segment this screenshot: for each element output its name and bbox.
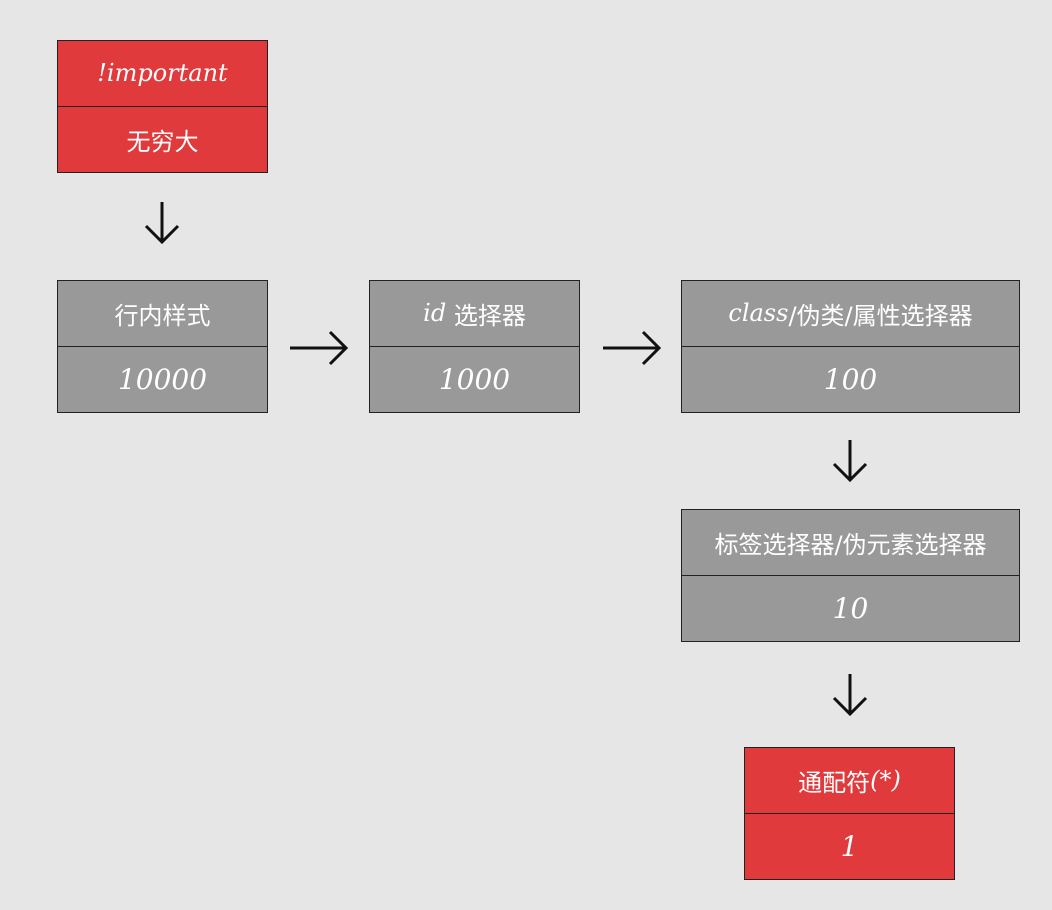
id-title-text: 选择器 [446,301,526,330]
node-id-value: 1000 [370,347,579,413]
arrow-down-icon [830,438,870,484]
node-class-value: 100 [682,347,1019,413]
arrow-down-icon [142,200,182,246]
inline-value-text: 10000 [117,362,208,396]
inline-title-text: 行内样式 [114,301,211,330]
node-universal-selector: 通配符(*) 1 [744,747,955,880]
arrow-down-icon [830,672,870,718]
tag-title-text: 标签选择器/伪元素选择器 [714,530,987,559]
node-universal-title: 通配符(*) [745,748,954,814]
universal-symbol: (*) [870,766,901,795]
node-tag-selector: 标签选择器/伪元素选择器 10 [681,509,1020,642]
node-universal-value: 1 [745,814,954,880]
node-important: !important 无穷大 [57,40,268,173]
universal-value-text: 1 [840,829,859,863]
important-value-text: 无穷大 [126,127,199,156]
class-title-text: /伪类/属性选择器 [788,301,973,330]
node-tag-value: 10 [682,576,1019,642]
node-class-title: class/伪类/属性选择器 [682,281,1019,347]
tag-value-text: 10 [832,591,869,625]
node-tag-title: 标签选择器/伪元素选择器 [682,510,1019,576]
universal-title-text: 通配符 [798,768,871,797]
node-inline-title: 行内样式 [58,281,267,347]
class-value-text: 100 [823,362,878,396]
node-important-value: 无穷大 [58,107,267,173]
class-keyword: class [728,299,789,328]
node-class-selector: class/伪类/属性选择器 100 [681,280,1020,413]
id-value-text: 1000 [438,362,511,396]
node-important-title: !important [58,41,267,107]
node-inline-style: 行内样式 10000 [57,280,268,413]
node-inline-value: 10000 [58,347,267,413]
node-id-title: id 选择器 [370,281,579,347]
important-keyword: !important [97,59,228,88]
id-keyword: id [423,299,447,328]
node-id-selector: id 选择器 1000 [369,280,580,413]
arrow-right-icon [288,328,352,368]
arrow-right-icon [601,328,665,368]
